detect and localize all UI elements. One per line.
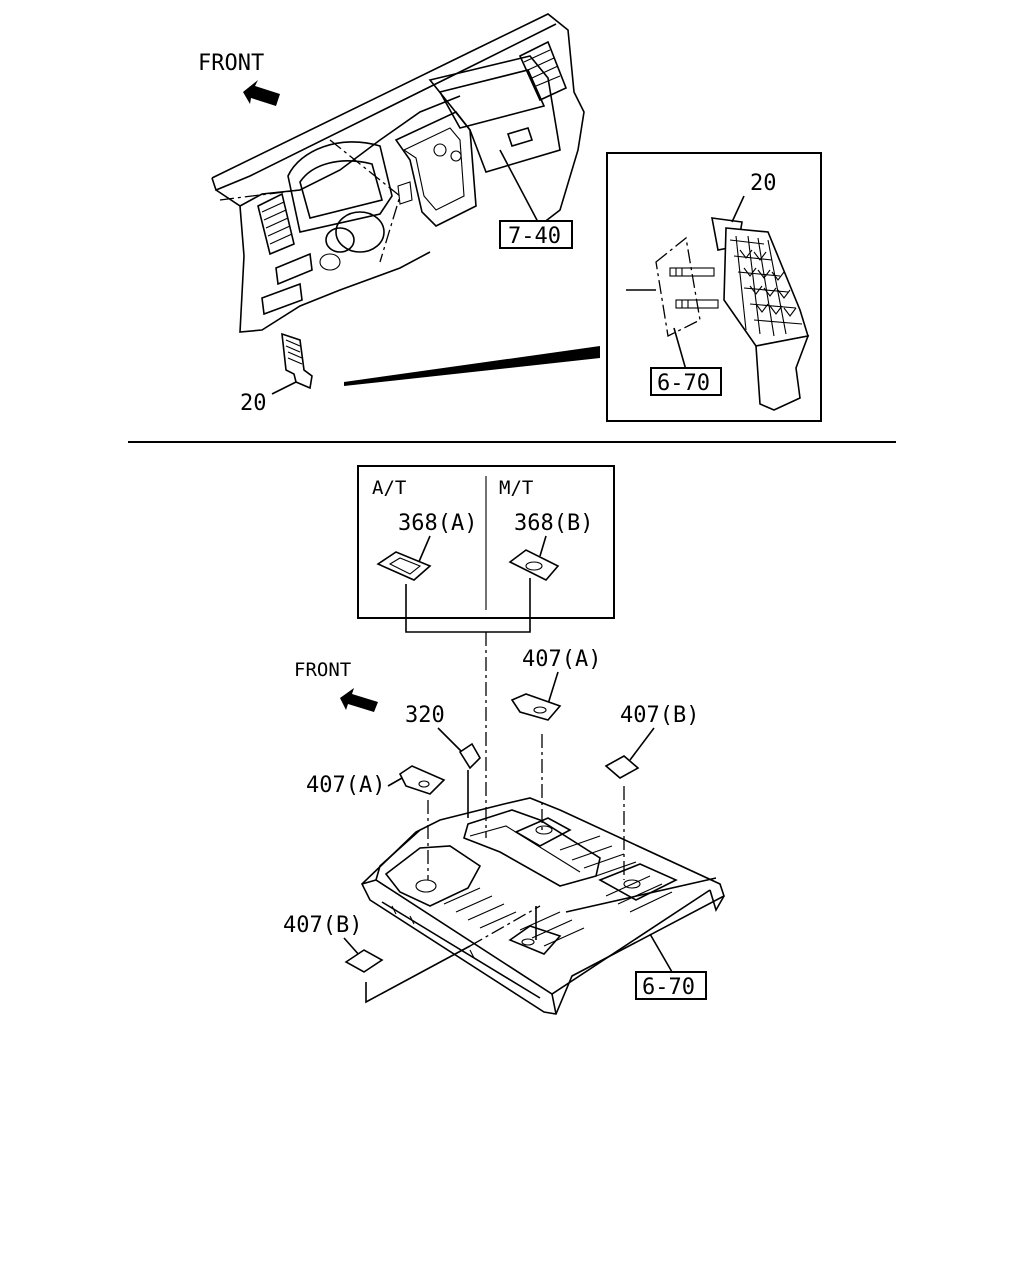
floor-panel-illustration <box>361 797 725 1015</box>
leader-6-70-floor <box>649 933 673 973</box>
front-label-bottom: FRONT <box>294 659 351 681</box>
ref-box-6-70-detail <box>650 367 722 396</box>
callout-368a: 368(A) <box>398 511 477 536</box>
vent-part-20-small <box>281 332 313 390</box>
front-label-top: FRONT <box>198 51 264 76</box>
callout-407a-top: 407(A) <box>522 647 601 672</box>
pad-407b-right <box>604 755 640 779</box>
leader-368a <box>417 535 431 565</box>
callout-6-70-floor: 6-70 <box>642 975 695 1000</box>
front-arrow-icon-top <box>243 80 280 106</box>
callout-407b-bottom: 407(B) <box>283 913 362 938</box>
pad-368a <box>376 551 432 581</box>
callout-407a-left: 407(A) <box>306 773 385 798</box>
callout-6-70-detail: 6-70 <box>657 371 710 396</box>
leader-407b-bottom <box>343 937 361 957</box>
detail-vent-illustration <box>626 217 810 411</box>
part-320 <box>458 742 481 770</box>
leader-20-detail <box>731 195 745 223</box>
pad-368b <box>508 549 560 581</box>
label-at: A/T <box>372 477 406 499</box>
floor-section: A/T M/T 368(A) 368(B) FRONT 407(A) 320 4… <box>283 465 725 1015</box>
leader-368b <box>539 535 547 557</box>
pad-407a-left <box>398 765 446 795</box>
leader-7-40 <box>499 149 539 223</box>
leader-320 <box>437 727 465 755</box>
callout-20-detail: 20 <box>750 171 777 196</box>
detail-pointer <box>344 346 600 386</box>
leader-407a-top <box>547 671 559 705</box>
leader-6-70-detail <box>673 327 687 371</box>
callout-20-small: 20 <box>240 391 267 416</box>
ref-box-7-40 <box>499 220 573 249</box>
leader-407b-right <box>629 727 655 761</box>
callout-407b-right: 407(B) <box>620 703 699 728</box>
ref-box-6-70-floor <box>635 971 707 1000</box>
pad-407b-bottom <box>344 949 384 973</box>
dashboard-section: FRONT <box>198 13 822 422</box>
callout-368b: 368(B) <box>514 511 593 536</box>
pad-407a-top <box>510 693 562 721</box>
callout-7-40: 7-40 <box>508 224 561 249</box>
leader-20-small <box>271 381 297 395</box>
instrument-panel-illustration <box>211 13 585 333</box>
callout-320: 320 <box>405 703 445 728</box>
label-mt: M/T <box>499 477 533 499</box>
front-arrow-icon-bottom <box>340 688 378 712</box>
